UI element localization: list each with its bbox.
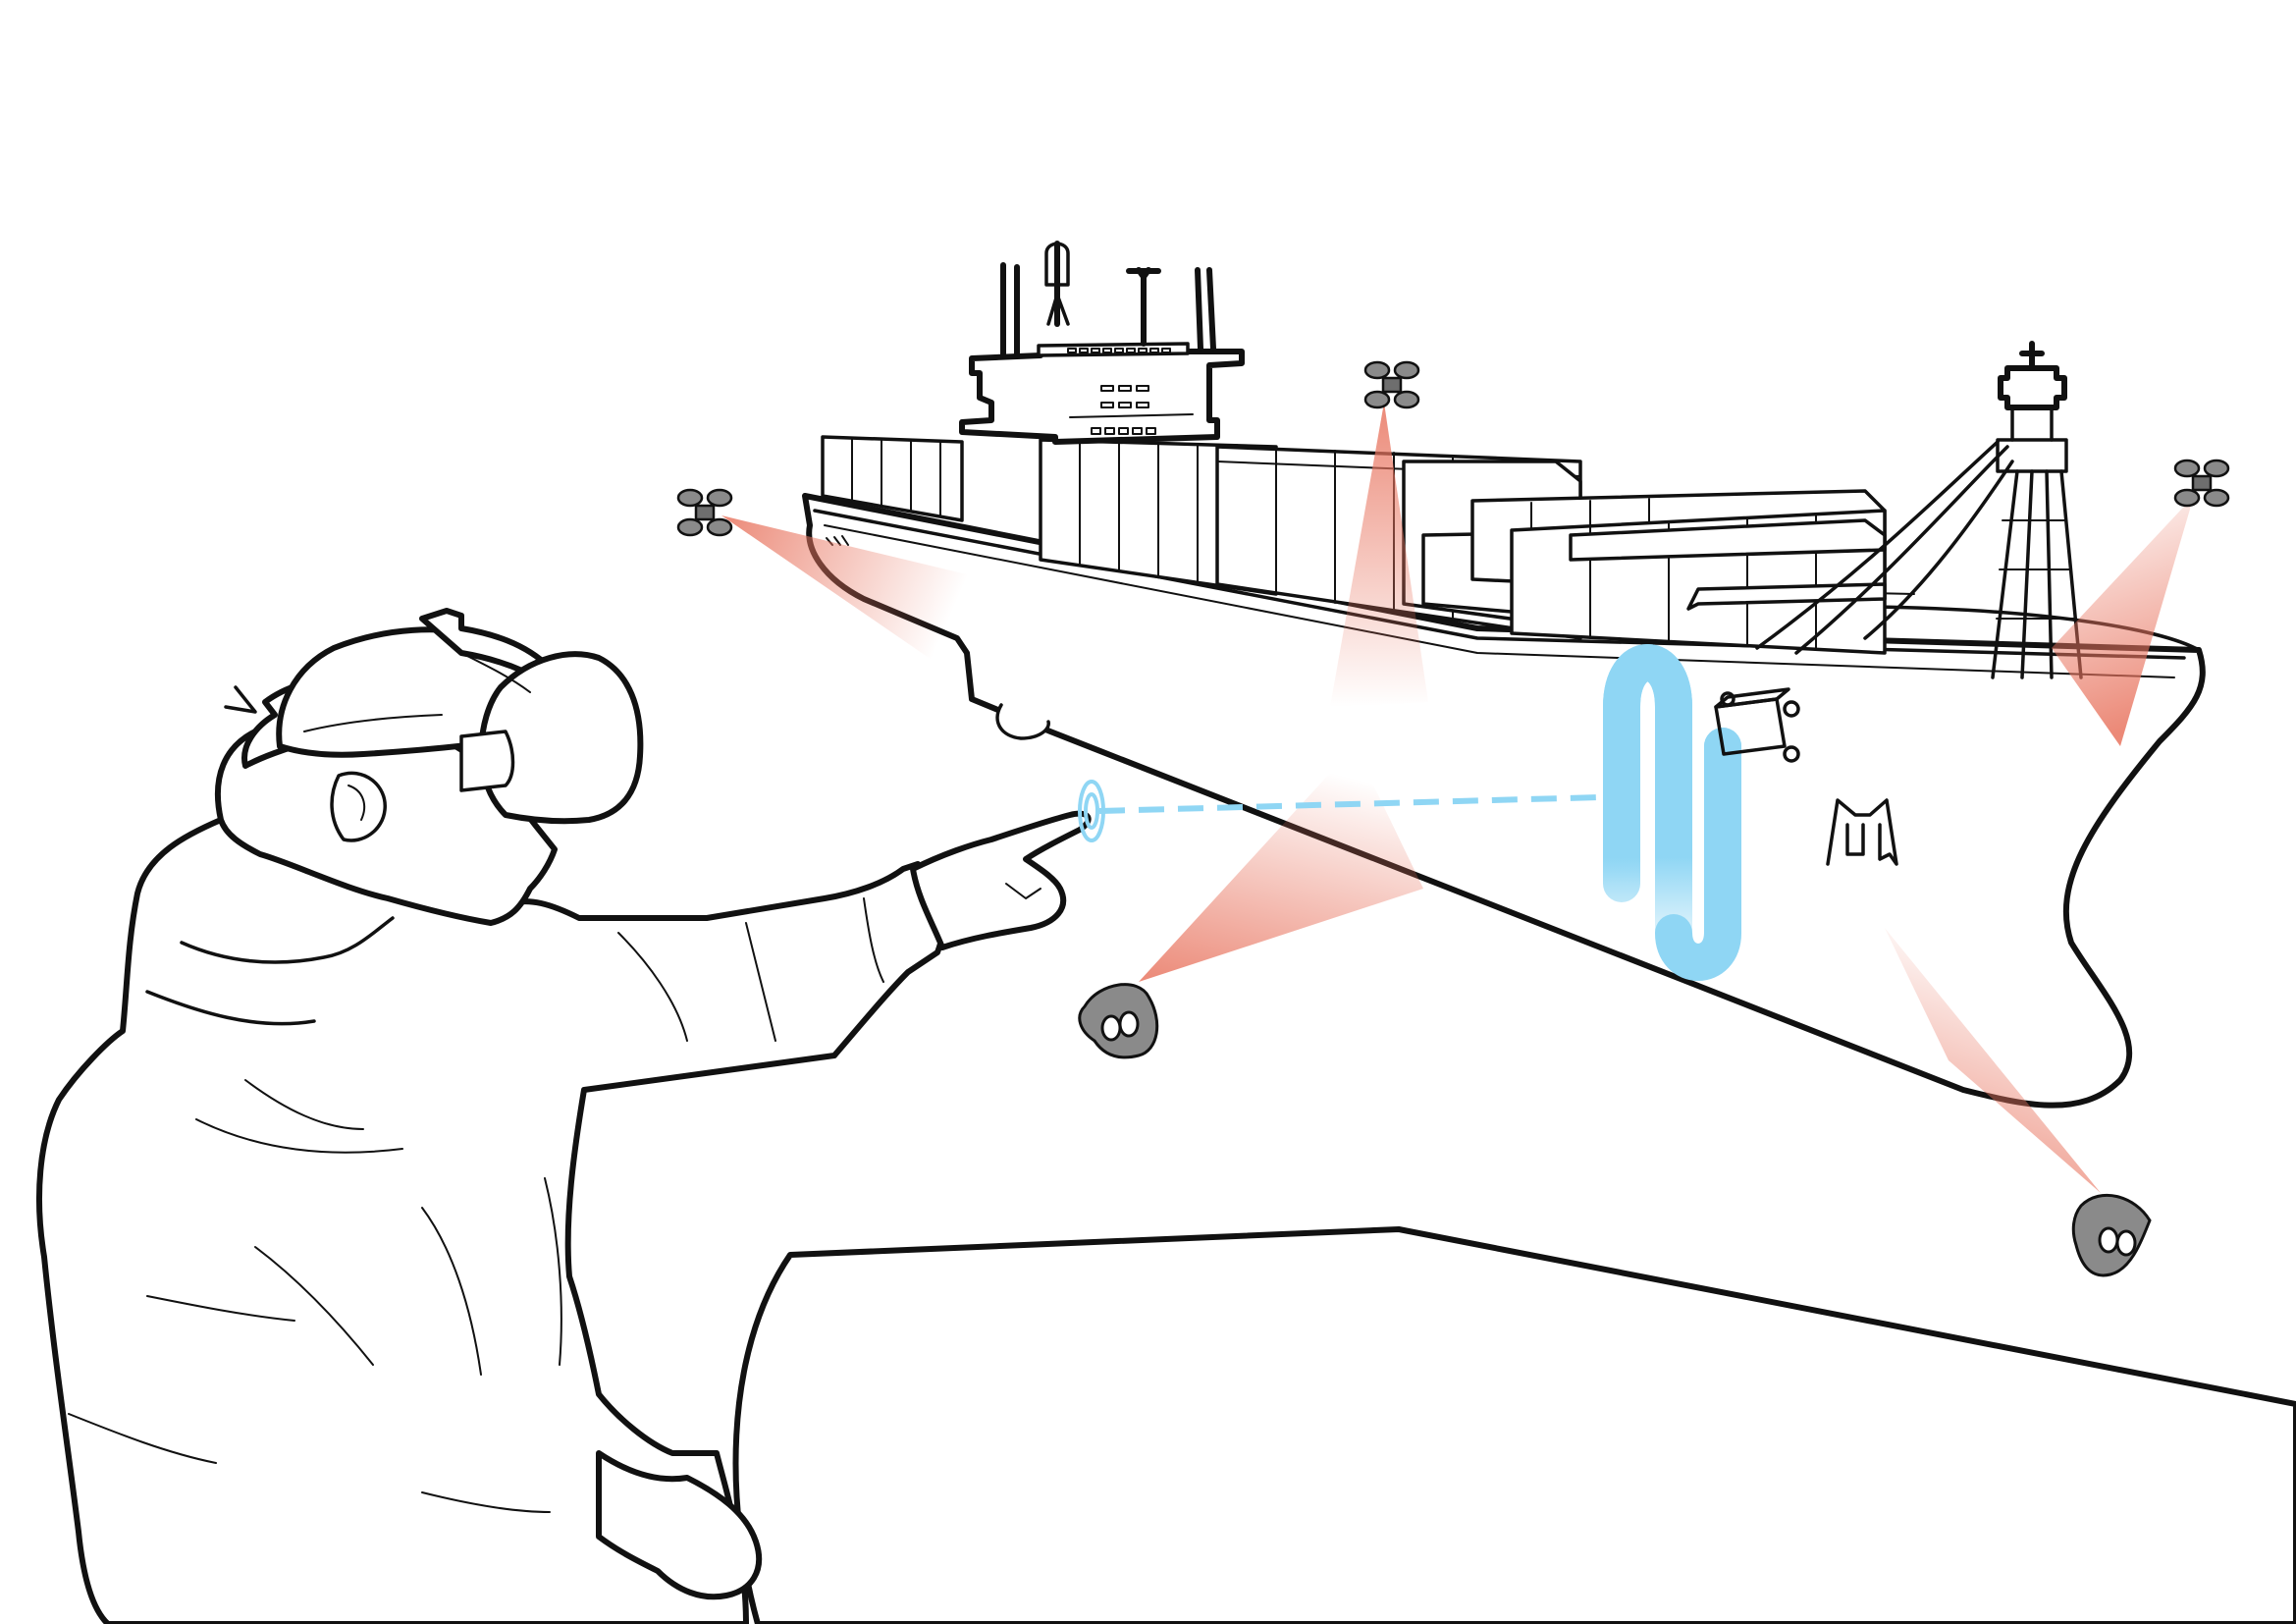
hoodie-body (36, 817, 947, 1624)
bridge-windows (1067, 348, 1171, 435)
bow-crane (1755, 341, 2083, 679)
table (732, 1226, 2296, 1624)
inspection-path-highlight (1603, 644, 1741, 981)
underwater-robot-icon (1078, 983, 1159, 1059)
underwater-robot-icon (2071, 1193, 2152, 1277)
quadcopter-drone-icon (676, 488, 733, 537)
touch-target-icon (1078, 780, 1105, 842)
quadcopter-drone-icon (2173, 459, 2230, 508)
bridge-superstructure (959, 241, 1245, 445)
container-stacks (821, 435, 1887, 655)
quadcopter-drone-icon (1363, 360, 1420, 409)
resting-arm (596, 1450, 763, 1600)
bow-logo (1826, 798, 1898, 866)
vr-headset-icon (276, 608, 644, 825)
person-with-vr-headset (36, 608, 1092, 1624)
inspection-module-icon (1714, 687, 1800, 763)
pointing-hand (910, 810, 1092, 950)
selection-ray (1098, 794, 1601, 814)
sensor-beams (721, 403, 2194, 1193)
